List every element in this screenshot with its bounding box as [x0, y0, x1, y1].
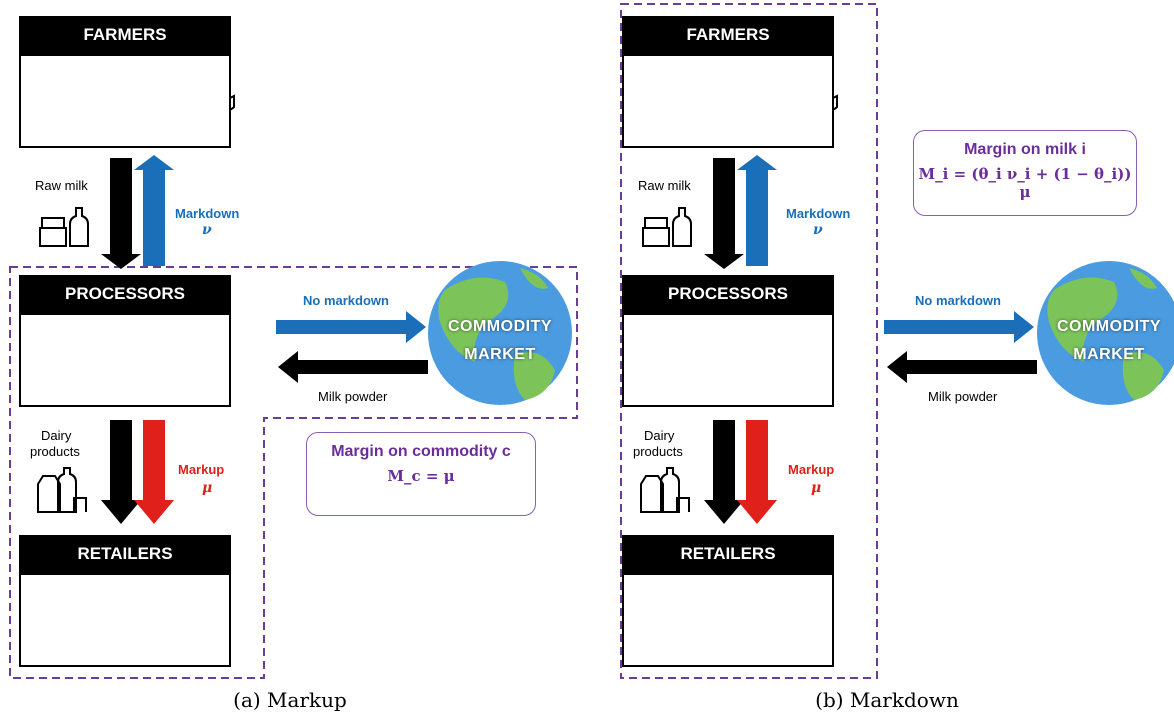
panel-a-graphics [9, 81, 578, 679]
farmers-box [19, 54, 231, 148]
raw-milk-arrow [704, 158, 744, 269]
markup-arrow [737, 420, 777, 524]
globe-icon [428, 261, 572, 405]
header-retailers: RETAILERS [622, 535, 834, 573]
markdown-label: Markdown [175, 206, 240, 221]
market-label: MARKET [464, 346, 536, 363]
header-farmers: FARMERS [622, 16, 834, 54]
nu-symbol: ν [202, 222, 212, 238]
raw-milk-label: Raw milk [35, 178, 88, 193]
scope-boundary [9, 266, 578, 679]
milk-powder-label: Milk powder [928, 389, 998, 404]
no-markdown-label: No markdown [915, 293, 1001, 308]
nu-symbol: ν [813, 222, 823, 238]
raw-milk-label: Raw milk [638, 178, 691, 193]
milk-powder-arrow [887, 351, 1037, 383]
processors-box [19, 313, 231, 407]
milk-jug-icon [642, 207, 692, 247]
farmers-box [622, 54, 834, 148]
panel-b-graphics [620, 3, 1174, 679]
markup-label: Markup [178, 462, 225, 477]
no-markdown-arrow [276, 311, 426, 343]
milk-powder-label: Milk powder [318, 389, 388, 404]
margin-callout: Margin on milk i M_i = (θ_i ν_i + (1 − θ… [913, 130, 1137, 216]
raw-milk-arrow [101, 158, 141, 269]
milk-jug-icon [39, 207, 89, 247]
globe-icon [1037, 261, 1174, 405]
dairy-products-icon [640, 467, 690, 513]
retailers-box [19, 573, 231, 667]
retailers-box [622, 573, 834, 667]
header-processors: PROCESSORS [622, 275, 834, 313]
products-label: products [633, 444, 683, 459]
no-markdown-label: No markdown [303, 293, 389, 308]
margin-callout: Margin on commodity c M_c = μ [306, 432, 536, 516]
callout-formula: M_i = (θ_i ν_i + (1 − θ_i)) μ [918, 165, 1132, 201]
panel-markup: FARMERS Raw milk Markdown ν PROCESSORS N… [9, 16, 578, 712]
dairy-products-arrow [704, 420, 744, 524]
dairy-label: Dairy [644, 428, 675, 443]
scope-boundary [620, 3, 878, 679]
commodity-label: COMMODITY [1056, 318, 1162, 335]
mu-symbol: μ [202, 480, 213, 496]
milk-powder-arrow [278, 351, 428, 383]
products-label: products [30, 444, 80, 459]
dairy-products-icon [37, 467, 87, 513]
dairy-label: Dairy [41, 428, 72, 443]
callout-title: Margin on milk i [964, 141, 1086, 158]
markup-label: Markup [788, 462, 835, 477]
commodity-label: COMMODITY [447, 318, 553, 335]
callout-formula: M_c = μ [387, 467, 455, 485]
header-retailers: RETAILERS [19, 535, 231, 573]
header-processors: PROCESSORS [19, 275, 231, 313]
processors-box [622, 313, 834, 407]
caption-a: (a) Markup [233, 688, 347, 712]
no-markdown-arrow [884, 311, 1034, 343]
caption-b: (b) Markdown [815, 688, 959, 712]
markdown-label: Markdown [786, 206, 851, 221]
markdown-arrow [134, 155, 174, 266]
market-label: MARKET [1073, 346, 1145, 363]
dairy-products-arrow [101, 420, 141, 524]
header-farmers: FARMERS [19, 16, 231, 54]
markdown-arrow [737, 155, 777, 266]
panel-markdown: FARMERS Raw milk Markdown ν Margin on mi… [587, 0, 1174, 728]
markup-arrow [134, 420, 174, 524]
mu-symbol: μ [811, 480, 822, 496]
callout-title: Margin on commodity c [331, 443, 511, 460]
